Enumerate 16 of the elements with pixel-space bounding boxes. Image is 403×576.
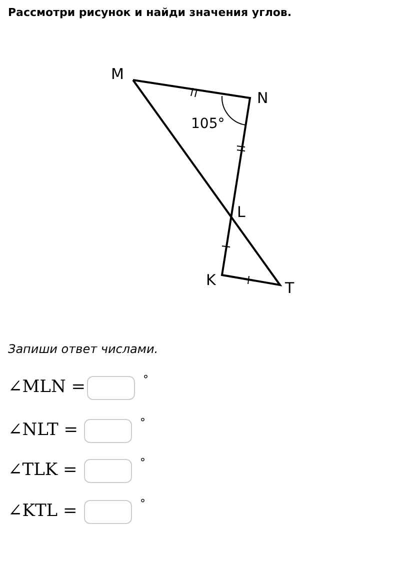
angle-expression: ∠MLN = [8,377,86,397]
degree-sign: ° [140,497,146,510]
degree-sign: ° [140,456,146,469]
vertex-label: L [237,203,246,221]
angle-expression: ∠NLT = [8,420,78,440]
vertex-label: N [257,89,268,107]
angle-label: 105° [191,116,225,132]
degree-sign: ° [143,373,148,386]
vertex-label: M [111,65,124,83]
instruction-text: Запиши ответ числами. [8,342,158,356]
degree-sign: ° [140,416,146,429]
angle-expression: ∠TLK = [8,460,78,480]
vertex-label: T [285,279,294,297]
angle-expression: ∠KTL = [8,501,78,521]
title: Рассмотри рисунок и найди значения углов. [8,6,292,19]
vertex-label: K [206,271,216,289]
